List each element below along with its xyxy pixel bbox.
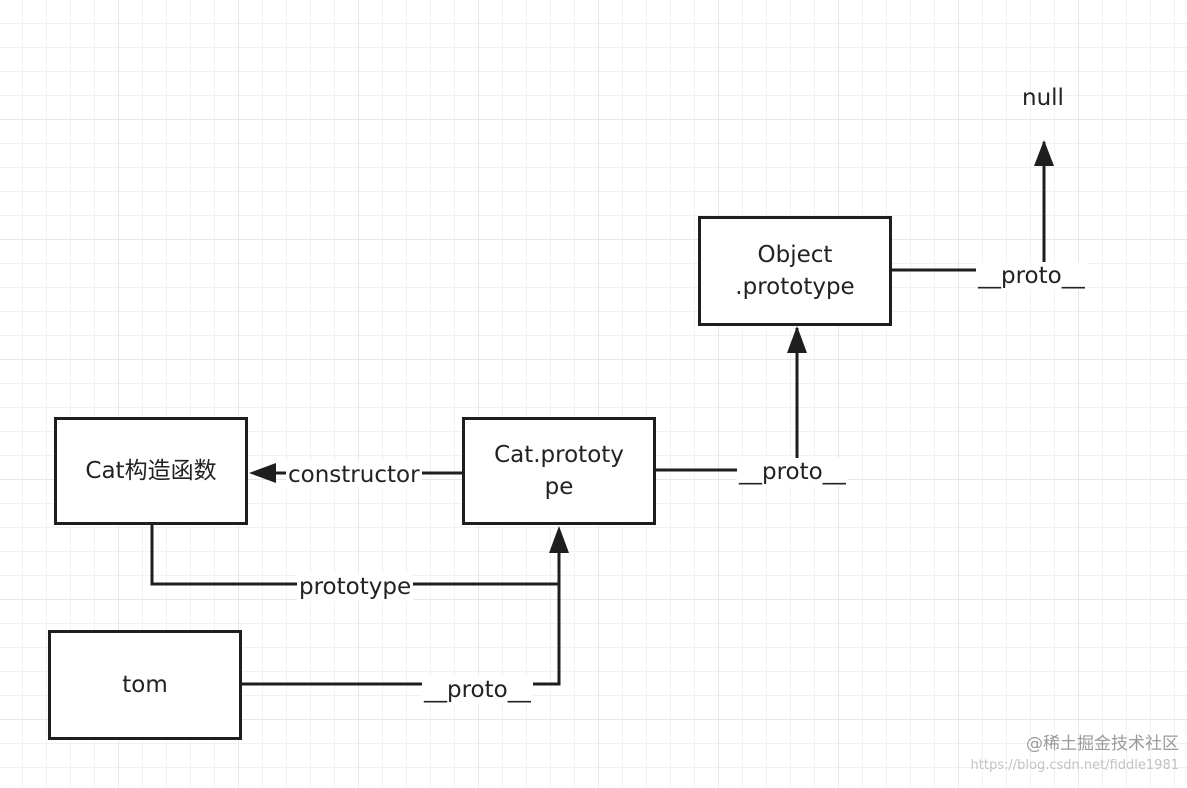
node-cat-constructor: Cat构造函数 [54, 417, 248, 525]
edge-object-to-null [890, 142, 1046, 272]
edge-prototype [150, 523, 559, 586]
watermark-url: https://blog.csdn.net/fiddle1981 [970, 758, 1179, 773]
arrowhead-null [1034, 140, 1054, 166]
arrowhead-object-prototype [787, 326, 807, 353]
label-constructor: constructor [286, 461, 422, 489]
node-cat-prototype-line1: Cat.prototy [494, 442, 624, 468]
node-object-prototype-line2: .prototype [735, 274, 855, 300]
node-object-prototype: Object .prototype [698, 216, 892, 326]
arrowhead-cat-prototype [549, 526, 569, 553]
node-tom: tom [48, 630, 242, 740]
label-object-to-null: __proto__ [976, 262, 1087, 290]
label-prototype: prototype [297, 573, 414, 601]
node-cat-prototype: Cat.prototy pe [462, 417, 656, 525]
edge-tom-to-cat-prototype [240, 550, 561, 686]
node-cat-prototype-line2: pe [544, 474, 574, 500]
arrowhead-cat-constructor [249, 463, 276, 483]
watermark-text: @稀土掘金技术社区 [1026, 734, 1179, 754]
node-object-prototype-line1: Object [757, 242, 833, 268]
label-cat-prototype-to-object: __proto__ [737, 458, 848, 486]
node-tom-label: tom [122, 672, 168, 698]
edge-cat-prototype-to-object [655, 328, 799, 472]
label-null: null [1022, 85, 1064, 111]
node-cat-constructor-label: Cat构造函数 [85, 458, 217, 484]
label-tom-to-cat-prototype: __proto__ [422, 676, 533, 704]
